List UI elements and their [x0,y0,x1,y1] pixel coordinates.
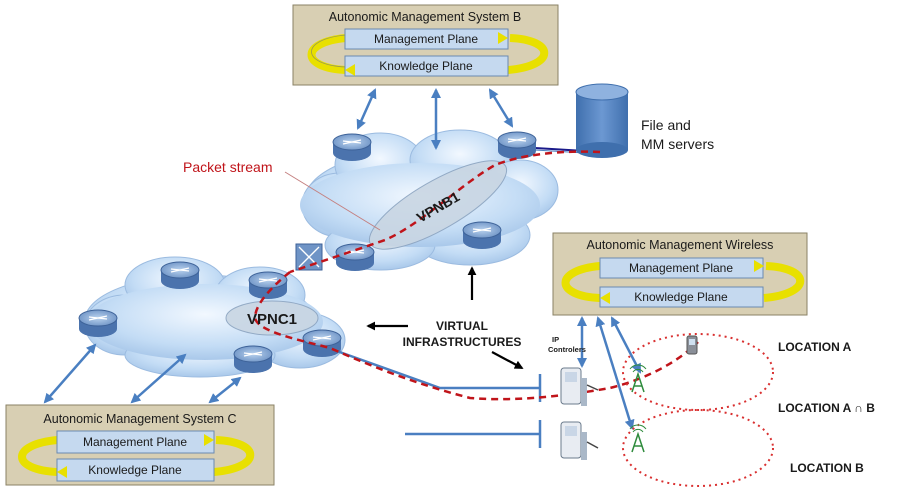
ip-controllers-label-line1: IP [552,335,559,344]
location-a-area [622,333,774,411]
wireless-knowledge-plane: Knowledge Plane [634,290,728,304]
panel-system-c [5,404,275,486]
wireless-title: Autonomic Management Wireless [587,238,774,252]
ip-controllers-label-line2: Controlers [548,345,586,354]
router-icons [78,131,537,373]
mobile-phone-icon [686,335,698,355]
virtual-infra-arrows [366,266,524,369]
switch-icon [295,243,323,271]
system-c-knowledge-plane: Knowledge Plane [88,463,182,477]
system-b-management-plane: Management Plane [374,32,478,46]
location-a-label: LOCATION A [778,340,852,354]
servers-label-line2: MM servers [641,136,714,152]
location-b-label: LOCATION B [790,461,864,475]
antenna-icon-1 [629,364,647,393]
panel-system-b [292,4,559,86]
management-links [43,88,642,430]
virtual-infra-label-line1: VIRTUAL [436,319,488,333]
ip-controller-icon-1 [560,367,599,406]
system-c-title: Autonomic Management System C [43,412,236,426]
servers-label-line1: File and [641,117,691,133]
packet-stream-pointer [284,171,381,231]
location-b-area [622,409,774,487]
system-b-knowledge-plane: Knowledge Plane [379,59,473,73]
antenna-icon-2 [629,424,647,453]
vpnc1-ellipse [225,300,319,336]
vpnc1-label: VPNC1 [247,311,297,328]
packet-stream-label: Packet stream [183,159,272,175]
file-server-icon [575,83,629,158]
panel-wireless [552,232,808,316]
location-ab-label: LOCATION A ∩ B [778,401,875,415]
wireless-management-plane: Management Plane [629,261,733,275]
virtual-infra-label-line2: INFRASTRUCTURES [403,335,522,349]
system-c-management-plane: Management Plane [83,435,187,449]
ip-controller-icon-2 [560,421,599,460]
system-b-title: Autonomic Management System B [329,10,521,24]
packet-stream-path [253,150,699,401]
